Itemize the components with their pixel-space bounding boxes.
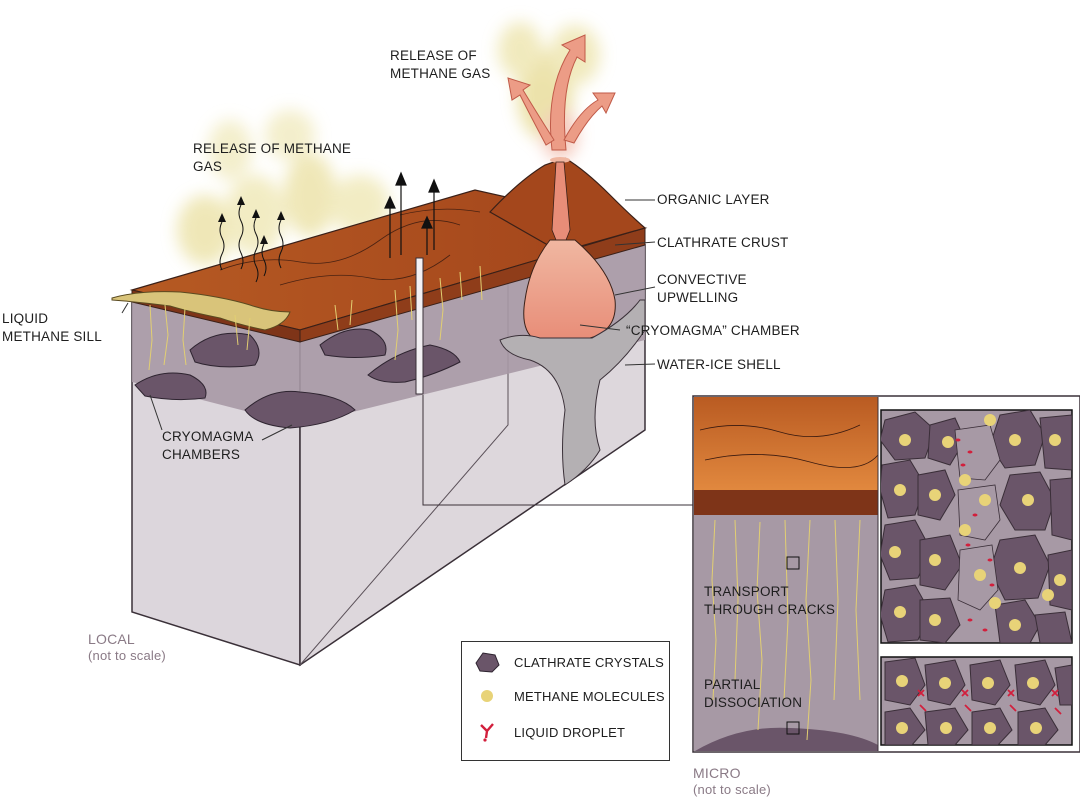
label-release-left-1: RELEASE OF METHANE: [193, 141, 352, 156]
label-chambers-1: CRYOMAGMA: [162, 429, 254, 444]
label-sill-2: METHANE SILL: [2, 329, 102, 344]
methane-gas-plume-left: [177, 110, 390, 265]
convective-upwelling-shape: [499, 299, 646, 486]
liquid-methane-sill-shape: [111, 291, 291, 331]
label-release-top-1: RELEASE OF: [390, 48, 477, 63]
zoom-marker-upper: [786, 556, 800, 570]
legend-item-methane: METHANE MOLECULES: [472, 684, 665, 708]
scale-micro: MICRO: [693, 765, 741, 781]
label-dissociation-2: DISSOCIATION: [704, 695, 803, 710]
scale-local-sub: (not to scale): [88, 648, 166, 663]
volcano-gas-arrows: [507, 34, 616, 151]
label-release-left-2: GAS: [193, 159, 223, 174]
sample-column: [415, 257, 424, 395]
label-clathrate-crust: CLATHRATE CRUST: [657, 235, 789, 250]
callout-line: [422, 395, 693, 506]
label-chambers-2: CHAMBERS: [162, 447, 241, 462]
cryomagma-chamber-rocks: [134, 328, 461, 429]
label-convective-2: UPWELLING: [657, 290, 739, 305]
label-dissociation-1: PARTIAL: [704, 677, 761, 692]
legend-label-droplet: LIQUID DROPLET: [514, 724, 626, 740]
methane-cracks: [148, 265, 483, 371]
dissociation-crystal-grid: [884, 657, 1072, 745]
label-release-top-2: METHANE GAS: [390, 66, 491, 81]
yellow-dot-icon: [472, 684, 502, 708]
legend: CLATHRATE CRYSTALS METHANE MOLECULES LIQ…: [461, 641, 670, 761]
label-sill-1: LIQUID: [2, 311, 49, 326]
legend-item-crystals: CLATHRATE CRYSTALS: [472, 650, 664, 674]
zoom-marker-lower: [786, 721, 800, 735]
label-convective-1: CONVECTIVE: [657, 272, 747, 287]
label-transport-1: TRANSPORT: [704, 584, 789, 599]
legend-label-crystals: CLATHRATE CRYSTALS: [514, 654, 665, 670]
micro-organic: [694, 397, 878, 492]
hexagon-crystal-icon: [472, 650, 502, 674]
transport-crystal-grid: [881, 410, 1072, 643]
legend-item-droplet: LIQUID DROPLET: [472, 720, 625, 744]
label-transport-2: THROUGH CRACKS: [704, 602, 836, 617]
micro-panel: [692, 395, 1080, 753]
scale-local: LOCAL: [88, 631, 135, 647]
gas-release-arrows: [384, 171, 440, 258]
legend-label-methane: METHANE MOLECULES: [514, 688, 665, 704]
label-cryomagma-chamber: “CRYOMAGMA” CHAMBER: [626, 323, 800, 338]
label-water-ice-shell: WATER-ICE SHELL: [657, 357, 781, 372]
red-droplet-icon: [472, 720, 502, 744]
wavy-gas-lines: [219, 204, 284, 283]
label-organic-layer: ORGANIC LAYER: [657, 192, 770, 207]
local-block: [111, 157, 693, 667]
scale-micro-sub: (not to scale): [693, 782, 771, 797]
